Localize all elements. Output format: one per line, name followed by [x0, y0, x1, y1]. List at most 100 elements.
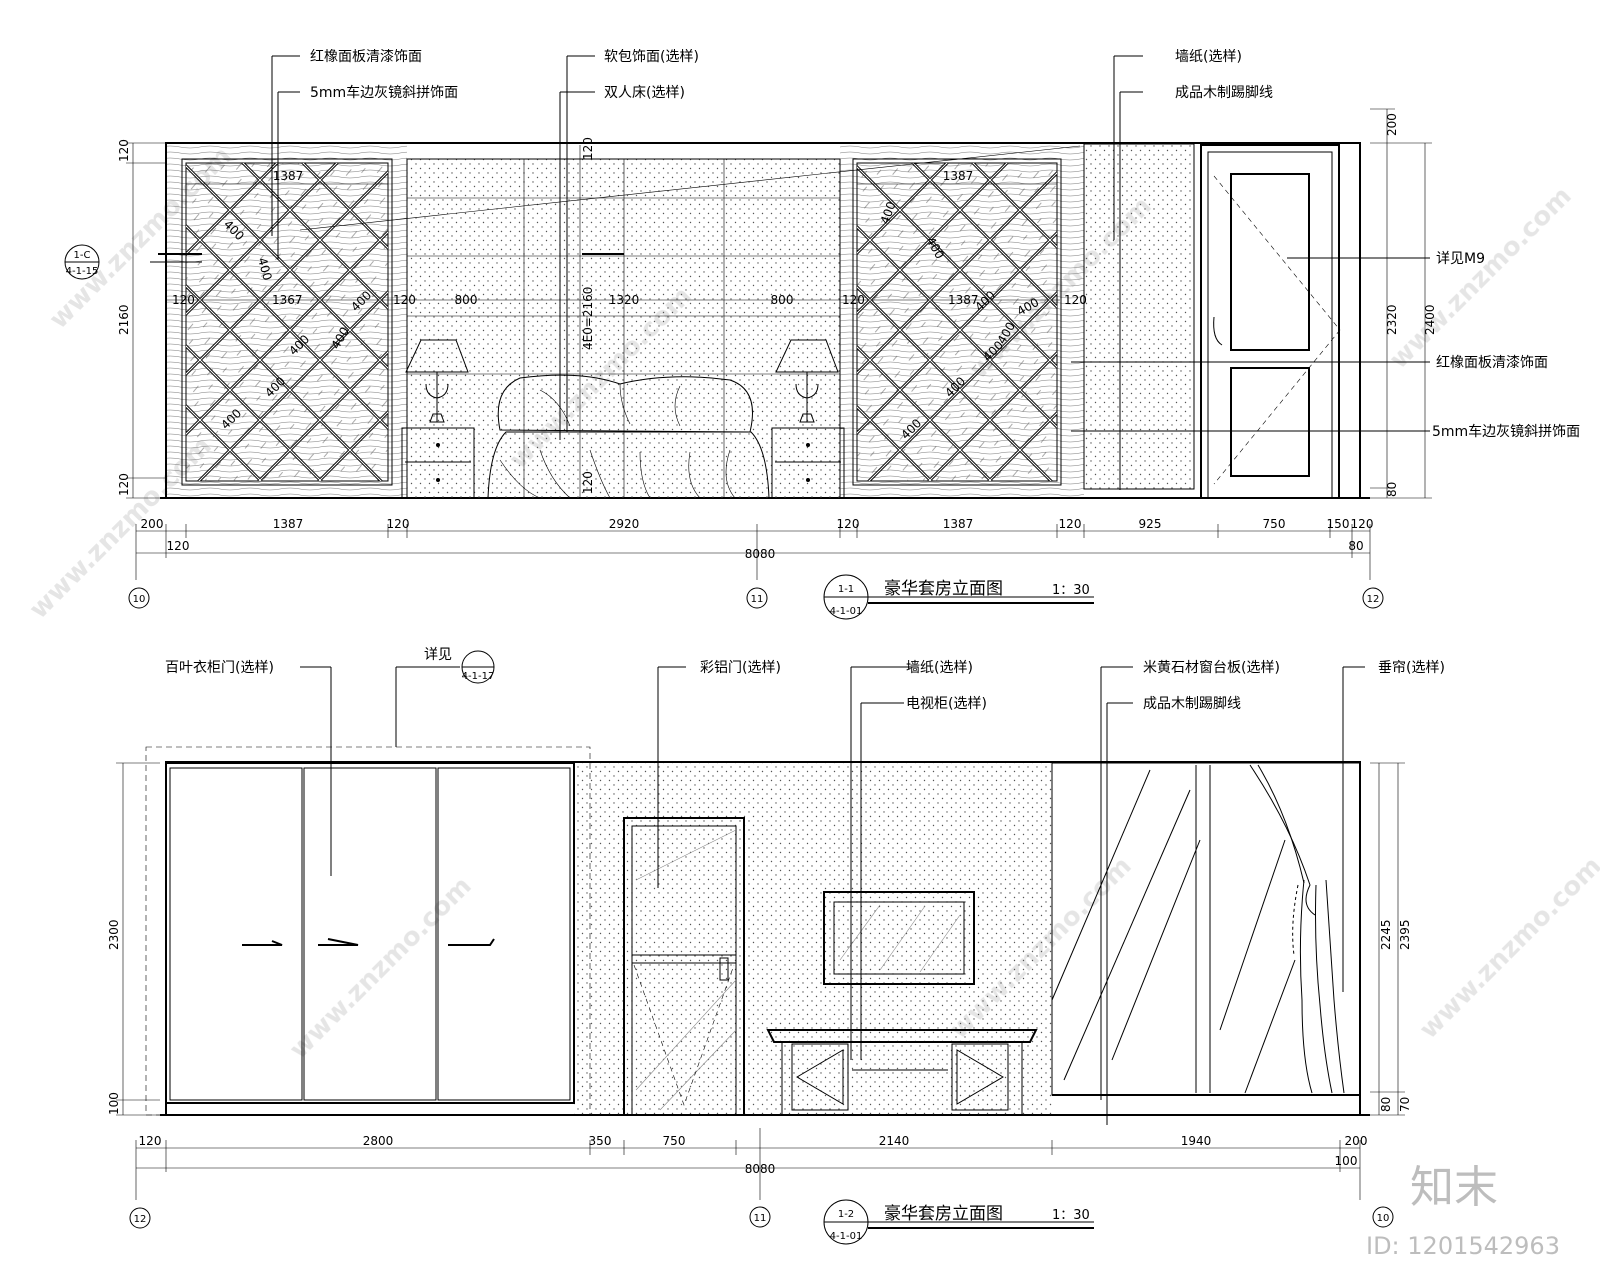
inner-dim-lines — [166, 145, 1060, 498]
dim-mirror-inner-right: 1387 — [948, 293, 979, 307]
dim-right-200: 200 — [1385, 113, 1399, 136]
callout-red-oak-panel: 红橡面板清漆饰面 — [310, 49, 422, 65]
dim-bottom: 120 — [387, 517, 410, 531]
svg-text:4-1-01: 4-1-01 — [830, 1231, 863, 1242]
elevation-scale: 1：30 — [1052, 583, 1090, 598]
wardrobe-door-2 — [303, 767, 437, 1101]
dim-bottom: 150 — [1327, 517, 1350, 531]
dim-bottom: 200 — [141, 517, 164, 531]
door-handle-2 — [719, 957, 729, 981]
svg-text:10: 10 — [133, 594, 146, 605]
callout-double-bed: 双人床(选样) — [604, 85, 685, 101]
callout-tv-cabinet: 电视柜(选样) — [906, 696, 987, 712]
wardrobe-door-3 — [437, 767, 571, 1101]
callout-skirting-2: 成品木制踢脚线 — [1143, 696, 1241, 712]
mirror-right-diamond-grid — [857, 163, 1057, 481]
cabinet-door-left — [791, 1043, 849, 1111]
svg-text:11: 11 — [751, 594, 764, 605]
svg-text:4-1-15: 4-1-15 — [66, 266, 99, 277]
tv-cabinet-top — [766, 1029, 1038, 1043]
dim-120: 120 — [393, 293, 416, 307]
dim-soft-pack-height: 4E0=2160 — [581, 287, 595, 350]
right-dim-lines-2 — [1370, 762, 1405, 1116]
dim-bottom-2: 1940 — [1181, 1134, 1212, 1148]
right-dim-lines — [1370, 108, 1432, 499]
elevation-2: 百叶衣柜门(选样) 详见 4-1-17 彩铝门(选样) 墙纸(选样) 电视柜(选… — [107, 647, 1445, 1245]
elevation-1: 红橡面板清漆饰面 5mm车边灰镜斜拼饰面 软包饰面(选样) 双人床(选样) 墙纸… — [64, 49, 1580, 620]
watermark-site: www.znzmo.com — [1384, 181, 1578, 375]
axis-bubble: 11 — [749, 1206, 771, 1228]
dim-bottom-2: 2800 — [363, 1134, 394, 1148]
cabinet-ornament — [796, 1049, 844, 1105]
watermark-site: www.znzmo.com — [1414, 851, 1600, 1045]
dim-right-2245: 2245 — [1379, 919, 1393, 950]
dim-120: 120 — [1064, 293, 1087, 307]
cabinet-ornament — [956, 1049, 1004, 1105]
axis-bubble: 12 — [129, 1207, 151, 1229]
svg-text:10: 10 — [1377, 1213, 1390, 1224]
wardrobe — [165, 762, 575, 1104]
wardrobe-handles — [242, 938, 495, 946]
dim-bottom-2: 2140 — [879, 1134, 910, 1148]
elevation-title-2: 豪华套房立面图 — [884, 1203, 1003, 1224]
callout-see-detail: 详见 — [424, 647, 452, 663]
svg-text:1-2: 1-2 — [838, 1209, 854, 1220]
callout-curtain: 垂帘(选样) — [1378, 660, 1445, 676]
bottom-dim-lines-2 — [135, 1128, 1361, 1200]
nightstand-left — [401, 427, 475, 499]
door-frame — [1200, 144, 1340, 499]
wardrobe-dashed-outline — [145, 746, 591, 1116]
door-leaf — [1207, 151, 1333, 499]
soft-pack-grid — [407, 159, 840, 498]
dim-right-70: 70 — [1398, 1097, 1412, 1112]
mirror-frame-left — [181, 158, 393, 486]
wallpaper-outline — [1083, 143, 1195, 490]
dim-left-2300: 2300 — [107, 919, 121, 950]
door-panel-top — [1230, 173, 1310, 351]
dim-right-80: 80 — [1385, 482, 1399, 497]
callout-soft-pack: 软包饰面(选样) — [604, 49, 699, 65]
dim-120: 120 — [581, 137, 595, 160]
soft-pack-wall — [407, 159, 840, 498]
cabinet-door-right — [951, 1043, 1009, 1111]
detail-leader — [299, 145, 1081, 231]
dim-bottom: 1387 — [273, 517, 304, 531]
dim-120: 120 — [581, 471, 595, 494]
section-tag-1c: 1-C 4-1-15 — [64, 244, 100, 280]
lamp-left — [405, 339, 469, 423]
svg-text:4-1-01: 4-1-01 — [830, 606, 863, 617]
curtain — [1249, 764, 1345, 1094]
lamp-right — [775, 339, 839, 423]
dim-120: 120 — [842, 293, 865, 307]
elevation-scale-2: 1：30 — [1052, 1208, 1090, 1223]
door-swing-2 — [633, 964, 735, 1106]
dim-1320: 1320 — [609, 293, 640, 307]
window-reflection — [1051, 765, 1296, 1094]
door-swing — [1213, 175, 1341, 331]
dim-diamond: 400 — [255, 256, 274, 282]
dim-left-120: 120 — [117, 473, 131, 496]
dim-right-2400: 2400 — [1423, 304, 1437, 335]
callout-stone-sill: 米黄石材窗台板(选样) — [1143, 659, 1280, 676]
watermark-site: www.znzmo.com — [284, 871, 478, 1065]
dim-120: 120 — [172, 293, 195, 307]
elevation-title: 豪华套房立面图 — [884, 578, 1003, 599]
tv-frame — [823, 891, 975, 985]
dim-bottom-2: 120 — [139, 1134, 162, 1148]
dim-total-2: 8080 — [745, 1162, 776, 1176]
dim-bottom: 750 — [1263, 517, 1286, 531]
nightstand-right — [771, 427, 845, 499]
dim-right-80: 80 — [1379, 1097, 1393, 1112]
callout-see-m9: 详见M9 — [1436, 251, 1485, 267]
dim-left-120: 120 — [117, 139, 131, 162]
dim-mirror-width: 1387 — [273, 169, 304, 183]
axis-bubble: 12 — [1362, 587, 1384, 609]
axis-bubble: 10 — [128, 587, 150, 609]
dim-bottom-row2-2: 100 — [1335, 1154, 1358, 1168]
aluminium-door — [631, 825, 737, 1116]
tv-screen — [833, 901, 965, 975]
brand-watermark: 知末 — [1410, 1162, 1498, 1213]
axis-bubble: 11 — [746, 587, 768, 609]
